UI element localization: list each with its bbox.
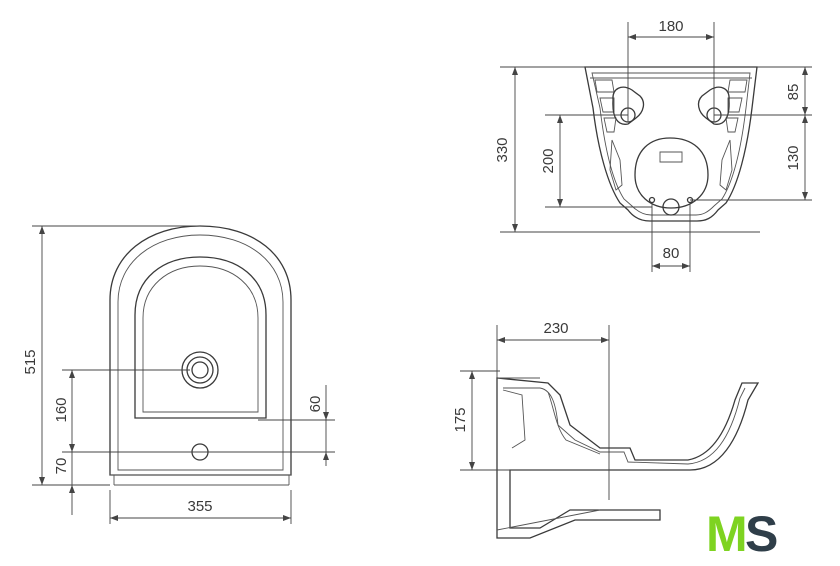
dim-200-label: 200 xyxy=(540,148,557,173)
dim-70-label: 70 xyxy=(53,458,70,475)
dim-80-label: 80 xyxy=(663,245,680,262)
dim-180-label: 180 xyxy=(658,18,683,35)
plan-outline xyxy=(109,225,292,476)
rear-centre-bowl xyxy=(634,137,709,209)
side-rear-wall xyxy=(502,389,526,449)
dim-175-label: 175 xyxy=(452,407,469,432)
rear-pocket-left xyxy=(599,97,615,113)
plan-view: 515 160 70 60 355 xyxy=(22,225,335,524)
rear-lug-left xyxy=(612,86,645,125)
dim-230-label: 230 xyxy=(543,320,568,337)
rear-inner-outline xyxy=(591,72,751,216)
rear-lug-right xyxy=(697,86,730,125)
logo-letter-s: S xyxy=(745,506,778,562)
rear-pocket-right-2 xyxy=(725,117,739,133)
plan-bowl xyxy=(134,256,267,419)
dim-130-label: 130 xyxy=(785,145,802,170)
dim-60-label: 60 xyxy=(307,396,324,413)
rear-side-left xyxy=(609,139,623,191)
brand-logo: M S xyxy=(706,506,778,562)
rear-slot-left xyxy=(594,79,615,93)
plan-drain-mid xyxy=(186,356,214,384)
side-inner-profile xyxy=(503,387,746,465)
dim-160-label: 160 xyxy=(53,397,70,422)
side-foot-line xyxy=(496,509,601,531)
dim-330-label: 330 xyxy=(494,137,511,162)
logo-letter-m: M xyxy=(706,506,748,562)
rear-slot-right xyxy=(727,79,748,93)
plan-bowl-inner xyxy=(142,265,259,413)
plan-outline-inner xyxy=(117,234,284,471)
side-section: 230 175 xyxy=(452,320,760,539)
rear-view: 180 330 200 85 130 80 xyxy=(494,18,812,272)
rear-pocket-right xyxy=(727,97,743,113)
dim-515-label: 515 xyxy=(22,349,39,374)
rear-side-right xyxy=(719,139,733,191)
dim-85-label: 85 xyxy=(785,84,802,101)
rear-small-hole-left xyxy=(648,196,656,204)
dim-355-label: 355 xyxy=(187,498,212,515)
rear-pocket-left-2 xyxy=(603,117,617,133)
side-outer-profile xyxy=(496,377,760,539)
rear-centre-slot xyxy=(659,151,683,163)
plan-drain-inner xyxy=(191,361,209,379)
rear-waste-hole xyxy=(662,198,680,216)
side-bowl-curve xyxy=(547,391,601,455)
rear-outline xyxy=(584,66,758,222)
